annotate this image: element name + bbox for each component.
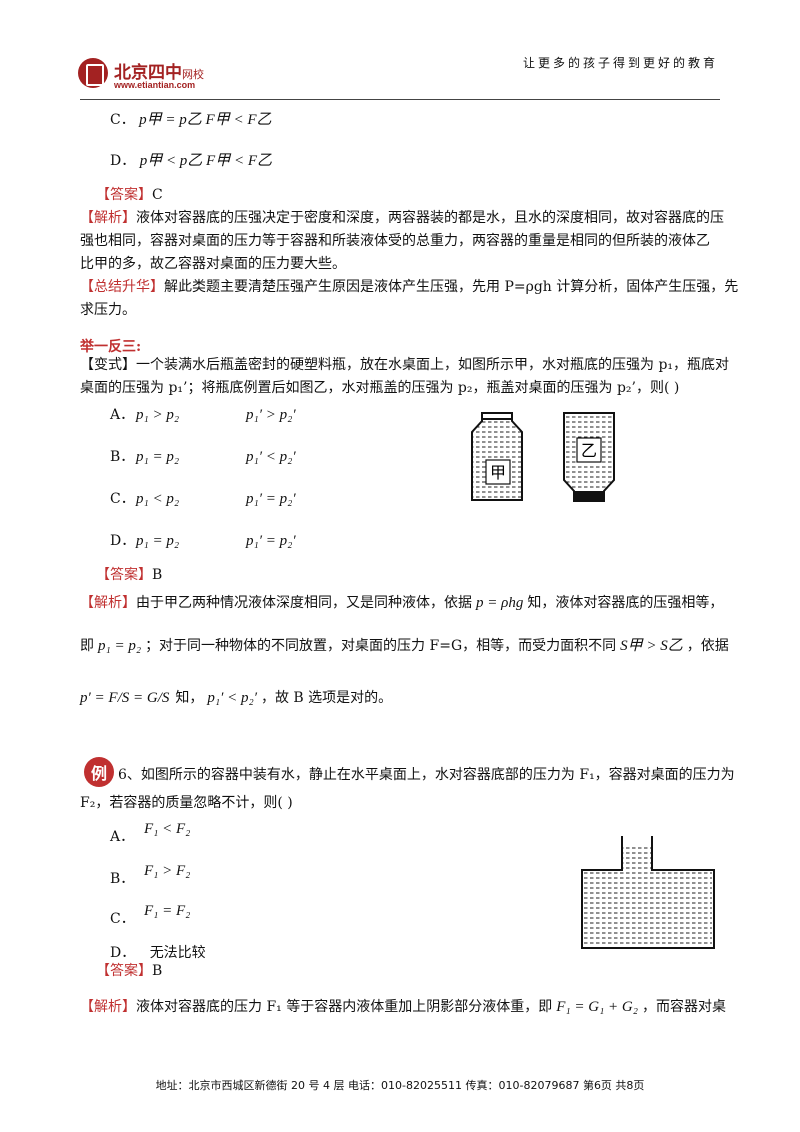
option-expr-b: p₁′ > p₂′ — [246, 407, 296, 423]
example6-stem-2: F₂，若容器的质量忽略不计，则( ) — [80, 795, 293, 811]
variant-analysis-3: p′ = F/S = G/S 知，p₁′ < p₂′，故 B 选项是对的。 — [80, 685, 720, 711]
example6-option-d: D． 无法比较 — [110, 940, 750, 966]
analysis-text: 液体对容器底的压强决定于密度和深度，两容器装的都是水，且水的深度相同，故对容器底… — [136, 210, 724, 226]
option-label: D． — [110, 533, 136, 549]
variant-option-b: B． p₁ = p₂ p₁′ < p₂′ — [110, 444, 750, 470]
option-expr-a: p₁ > p₂ — [136, 407, 180, 423]
option-label: B． — [110, 449, 135, 465]
bottle-b-label: 乙 — [581, 441, 597, 460]
neck-water — [622, 844, 652, 870]
logo-mark-icon — [78, 58, 108, 88]
container-figure — [581, 836, 715, 949]
header-divider — [80, 99, 720, 100]
option-expr-a: p₁ = p₂ — [136, 533, 180, 549]
answer-value: B — [152, 963, 163, 979]
summary-text: 解此类题主要清楚压强产生原因是液体产生压强，先用 P=ρgh 计算分析，固体产生… — [164, 279, 739, 295]
analysis-text: 知，液体对容器底的压强相等， — [527, 595, 724, 611]
container-outline — [581, 836, 715, 949]
variant-heading: 举一反三: — [80, 339, 142, 355]
formula: F₁ = G₁ + G₂ — [556, 999, 638, 1015]
variant-option-d: D． p₁ = p₂ p₁′ = p₂′ — [110, 528, 750, 554]
option-expr-b: p₁′ = p₂′ — [246, 491, 296, 507]
analysis-text: 即 — [80, 638, 94, 654]
formula: p₁′ < p₂′ — [207, 690, 257, 706]
option-expr: 无法比较 — [149, 945, 206, 961]
option-expr-b: p₁′ < p₂′ — [246, 449, 296, 465]
logo-cn: 北京四中 — [114, 63, 182, 83]
option-c: C． p甲 = p乙 F甲 < F乙 — [110, 107, 750, 133]
analysis-tag: 【解析】 — [80, 210, 136, 226]
answer-line: 【答案】C — [96, 182, 736, 208]
logo: 北京四中网校 www.etiantian.com — [78, 56, 248, 96]
analysis-text: ，故 B 选项是对的。 — [260, 690, 393, 706]
analysis-line-2: 强也相同，容器对桌面的压力等于容器和所装液体受的总重力，两容器的重量是相同的但所… — [80, 233, 710, 249]
answer-tag: 【答案】 — [96, 963, 152, 979]
variant-option-c: C． p₁ < p₂ p₁′ = p₂′ — [110, 486, 750, 512]
analysis-text: ，而容器对桌 — [641, 999, 726, 1015]
variant-option-a: A． p₁ > p₂ p₁′ > p₂′ — [110, 402, 750, 428]
formula: p₁ = p₂ — [98, 638, 142, 654]
option-expr: p甲 < p乙 F甲 < F乙 — [139, 153, 273, 169]
example6-option-b: B． F₁ > F₂ — [110, 863, 750, 892]
logo-cn-small: 网校 — [182, 68, 204, 81]
summary-line-1: 【总结升华】解此类题主要清楚压强产生原因是液体产生压强，先用 P=ρgh 计算分… — [80, 274, 738, 300]
variant-answer: 【答案】B — [96, 562, 736, 588]
answer-tag: 【答案】 — [96, 567, 152, 583]
formula: p′ = F/S = G/S — [80, 690, 170, 706]
example6-stem-1: 6、如图所示的容器中装有水，静止在水平桌面上，水对容器底部的压力为 F₁，容器对… — [118, 767, 735, 783]
example6-option-c: C． F₁ = F₂ — [110, 903, 750, 932]
analysis-text: ；对于同一种物体的不同放置，对桌面的压力 F=G，相等，而受力面积不同 — [145, 638, 617, 654]
example-badge: 例 — [84, 757, 114, 787]
option-label: B． — [110, 871, 135, 887]
analysis-line-3: 比甲的多，故乙容器对桌面的压力要大些。 — [80, 256, 346, 272]
logo-url: www.etiantian.com — [114, 80, 196, 90]
analysis-text: 液体对容器底的压力 F₁ 等于容器内液体重加上阴影部分液体重，即 — [136, 999, 553, 1015]
option-d: D． p甲 < p乙 F甲 < F乙 — [110, 148, 750, 174]
option-label: A． — [110, 407, 135, 423]
body-water — [584, 870, 712, 948]
page-footer: 地址：北京市西城区新德街 20 号 4 层 电话：010-82025511 传真… — [155, 1079, 645, 1092]
option-expr-a: p₁ < p₂ — [136, 491, 180, 507]
option-expr-b: p₁′ = p₂′ — [246, 533, 296, 549]
analysis-text: 知， — [175, 690, 204, 706]
analysis-tag: 【解析】 — [80, 999, 136, 1015]
variant-stem-1: 【变式】一个装满水后瓶盖密封的硬塑料瓶，放在水桌面上，如图所示甲，水对瓶底的压强… — [80, 357, 730, 373]
bottle-figures: 甲 乙 — [471, 412, 615, 502]
analysis-text: ，依据 — [686, 638, 729, 654]
option-label: A． — [110, 829, 135, 845]
option-label: D． — [110, 153, 136, 169]
analysis-text: 由于甲乙两种情况液体深度相同，又是同种液体，依据 — [136, 595, 472, 611]
option-expr-a: p₁ = p₂ — [136, 449, 180, 465]
answer-value: B — [152, 567, 163, 583]
option-expr: p甲 = p乙 F甲 < F乙 — [139, 112, 272, 128]
answer-tag: 【答案】 — [96, 187, 152, 203]
variant-stem-2: 桌面的压强为 p₁’；将瓶底例置后如图乙，水对瓶盖的压强为 p₂，瓶盖对桌面的压… — [80, 380, 680, 396]
example6-option-a: A． F₁ < F₂ — [110, 821, 750, 850]
option-expr: F₁ < F₂ — [144, 821, 191, 837]
bottle-b: 乙 — [563, 412, 615, 502]
analysis-tag: 【解析】 — [80, 595, 136, 611]
bottle-a: 甲 — [471, 412, 523, 501]
option-label: D． — [110, 945, 136, 961]
option-expr: F₁ > F₂ — [144, 863, 191, 879]
example6-answer: 【答案】B — [96, 958, 736, 984]
analysis-line-1: 【解析】液体对容器底的压强决定于密度和深度，两容器装的都是水，且水的深度相同，故… — [80, 205, 724, 231]
bottle-a-label: 甲 — [490, 463, 506, 482]
formula: p = ρhg — [476, 595, 524, 611]
header-slogan: 让更多的孩子得到更好的教育 — [522, 56, 718, 70]
logo-text: 北京四中网校 — [114, 58, 204, 83]
option-label: C． — [110, 112, 135, 128]
option-label: C． — [110, 911, 135, 927]
option-label: C． — [110, 491, 135, 507]
formula: S甲 > S乙 — [620, 638, 683, 654]
summary-tag: 【总结升华】 — [80, 279, 164, 295]
option-expr: F₁ = F₂ — [144, 903, 191, 919]
answer-value: C — [152, 187, 163, 203]
summary-line-2: 求压力。 — [80, 302, 136, 318]
